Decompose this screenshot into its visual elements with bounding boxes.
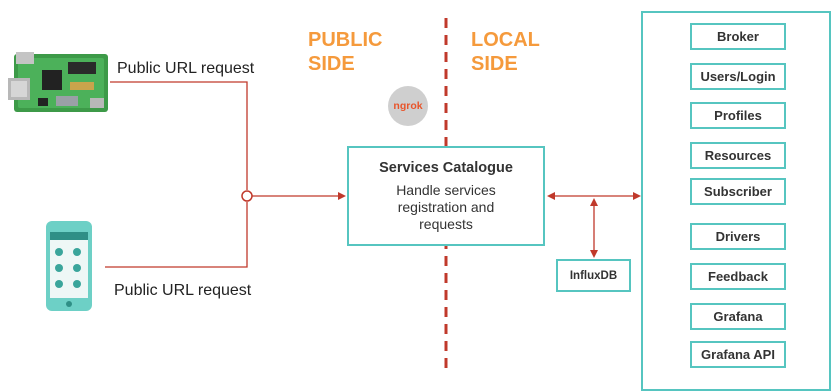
module-drivers: Drivers [690, 223, 786, 250]
module-broker: Broker [690, 23, 786, 50]
bottom-request-wire [105, 202, 248, 268]
junction-point [241, 190, 253, 202]
module-subscriber: Subscriber [690, 178, 786, 205]
local-side-label: LOCAL SIDE [471, 28, 540, 76]
module-profiles: Profiles [690, 102, 786, 129]
services-catalogue-box: Services Catalogue Handle services regis… [347, 146, 545, 246]
module-feedback: Feedback [690, 263, 786, 290]
panel-side-arrowhead [633, 192, 641, 200]
smartphone-icon [46, 221, 92, 311]
catalogue-side-arrowhead [547, 192, 555, 200]
local-side-line-1: LOCAL [471, 29, 540, 51]
module-grafana-api: Grafana API [690, 341, 786, 368]
public-side-label: PUBLIC SIDE [308, 28, 382, 76]
ngrok-badge: ngrok [388, 86, 428, 126]
raspberry-pi-icon [8, 52, 108, 112]
module-resources: Resources [690, 142, 786, 169]
services-catalogue-description: Handle services registration and request… [396, 182, 496, 232]
catalogue-arrowhead [338, 192, 346, 200]
top-request-label: Public URL request [117, 60, 255, 77]
influx-down-arrowhead [590, 250, 598, 258]
public-side-line-2: SIDE [308, 53, 355, 75]
module-grafana: Grafana [690, 303, 786, 330]
public-side-line-1: PUBLIC [308, 29, 383, 51]
module-users-login: Users/Login [690, 63, 786, 90]
services-catalogue-title: Services Catalogue [379, 160, 513, 176]
bottom-request-label: Public URL request [114, 282, 252, 299]
influxdb-box: InfluxDB [556, 259, 631, 292]
top-request-wire [110, 81, 248, 190]
local-side-line-2: SIDE [471, 53, 518, 75]
influx-up-arrowhead [590, 198, 598, 206]
